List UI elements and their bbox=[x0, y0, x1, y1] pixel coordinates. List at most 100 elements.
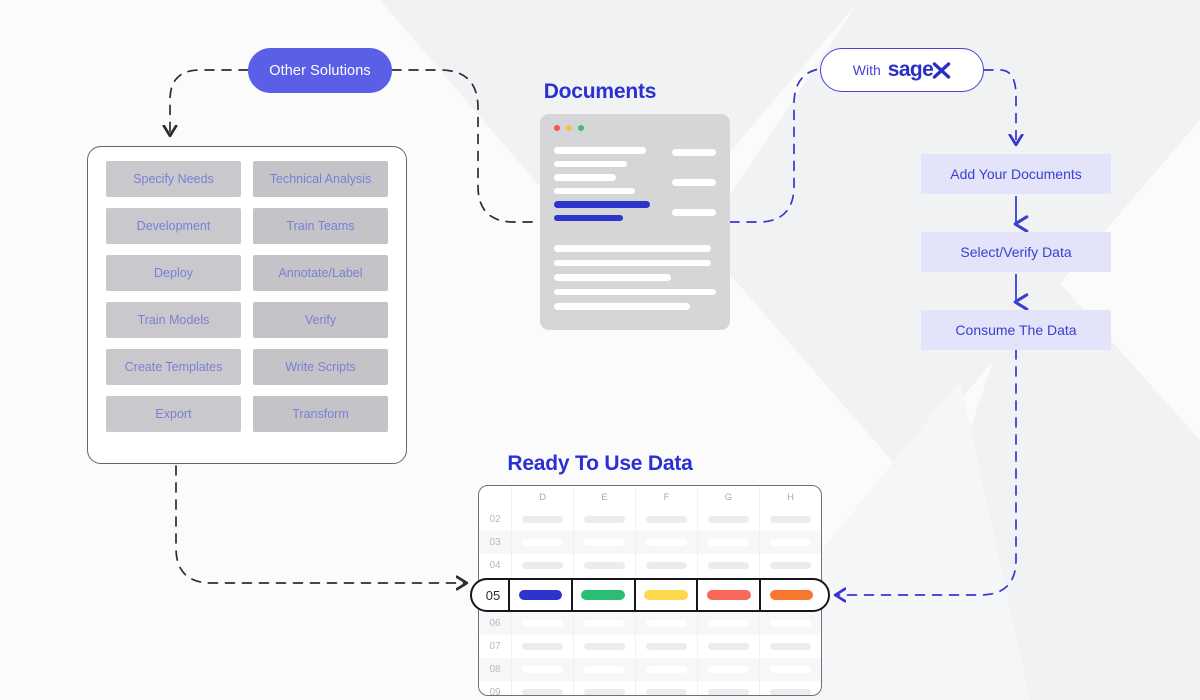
badge-with-sagex[interactable]: With sage bbox=[820, 48, 984, 92]
spreadsheet-cell[interactable] bbox=[635, 508, 697, 532]
spreadsheet-cell[interactable] bbox=[511, 508, 573, 532]
spreadsheet-cell[interactable] bbox=[635, 634, 697, 658]
flow-step-select-verify-data[interactable]: Select/Verify Data bbox=[921, 232, 1111, 272]
step-tile-label: Export bbox=[155, 407, 192, 421]
spreadsheet-cell[interactable] bbox=[759, 611, 821, 635]
spreadsheet-row-number: 02 bbox=[489, 514, 501, 526]
spreadsheet-cell[interactable] bbox=[511, 657, 573, 682]
spreadsheet-row[interactable]: 03 bbox=[479, 531, 821, 555]
spreadsheet-column-header[interactable]: G bbox=[697, 486, 759, 508]
sagex-logo: sage bbox=[888, 58, 951, 82]
spreadsheet-cell[interactable] bbox=[697, 554, 759, 578]
spreadsheet-cell[interactable] bbox=[635, 531, 697, 555]
spreadsheet-cell[interactable] bbox=[573, 554, 635, 578]
step-tile[interactable]: Development bbox=[106, 208, 241, 244]
document-line bbox=[554, 160, 627, 167]
step-tile[interactable]: Create Templates bbox=[106, 349, 241, 385]
step-tile-label: Transform bbox=[292, 407, 349, 421]
document-right-column bbox=[658, 147, 716, 239]
spreadsheet-cell[interactable] bbox=[573, 681, 635, 695]
flow-step-label: Consume The Data bbox=[955, 322, 1077, 338]
spreadsheet-cell[interactable] bbox=[697, 611, 759, 635]
spreadsheet-column-header[interactable]: F bbox=[635, 486, 697, 508]
window-dot-1 bbox=[566, 125, 572, 131]
spreadsheet-column-header[interactable]: H bbox=[759, 486, 821, 508]
step-tile-label: Create Templates bbox=[124, 360, 223, 374]
spreadsheet-cell[interactable] bbox=[511, 681, 573, 695]
document-line bbox=[554, 259, 712, 266]
spreadsheet-cell[interactable] bbox=[635, 657, 697, 682]
spreadsheet-cell[interactable] bbox=[573, 531, 635, 555]
spreadsheet-row[interactable]: 04 bbox=[479, 554, 821, 578]
step-tile[interactable]: Specify Needs bbox=[106, 161, 241, 197]
highlight-cell-bar bbox=[706, 590, 751, 600]
cell-placeholder-bar bbox=[707, 562, 750, 570]
documents-title: Documents bbox=[543, 80, 657, 103]
cell-placeholder-bar bbox=[769, 562, 812, 570]
spreadsheet-cell[interactable] bbox=[697, 681, 759, 695]
highlight-cell[interactable] bbox=[570, 578, 634, 612]
highlight-row-cells: 05 bbox=[478, 578, 822, 612]
spreadsheet-row[interactable]: 08 bbox=[479, 657, 821, 682]
spreadsheet-cell[interactable] bbox=[697, 634, 759, 658]
highlight-cell[interactable] bbox=[508, 578, 571, 612]
spreadsheet-row-number: 04 bbox=[489, 560, 501, 572]
step-tile[interactable]: Transform bbox=[253, 396, 388, 432]
spreadsheet-cell[interactable] bbox=[759, 681, 821, 695]
spreadsheet-cell[interactable] bbox=[511, 531, 573, 555]
cell-placeholder-bar bbox=[769, 666, 812, 674]
step-tile[interactable]: Deploy bbox=[106, 255, 241, 291]
spreadsheet-cell[interactable] bbox=[573, 634, 635, 658]
step-tile[interactable]: Train Models bbox=[106, 302, 241, 338]
spreadsheet-cell[interactable] bbox=[511, 634, 573, 658]
spreadsheet-row[interactable]: 07 bbox=[479, 634, 821, 658]
spreadsheet-cell[interactable] bbox=[697, 531, 759, 555]
spreadsheet-cell[interactable] bbox=[635, 681, 697, 695]
cell-placeholder-bar bbox=[645, 516, 688, 524]
step-tile-label: Train Teams bbox=[286, 219, 355, 233]
step-tile[interactable]: Verify bbox=[253, 302, 388, 338]
highlight-cell[interactable] bbox=[633, 578, 697, 612]
spreadsheet-cell[interactable] bbox=[635, 554, 697, 578]
step-tile[interactable]: Export bbox=[106, 396, 241, 432]
flow-step-add-your-documents[interactable]: Add Your Documents bbox=[921, 154, 1111, 194]
spreadsheet-row[interactable]: 02 bbox=[479, 508, 821, 532]
flow-step-consume-the-data[interactable]: Consume The Data bbox=[921, 310, 1111, 350]
spreadsheet-cell[interactable] bbox=[697, 508, 759, 532]
spreadsheet-row[interactable]: 09 bbox=[479, 681, 821, 696]
spreadsheet-cell[interactable] bbox=[511, 611, 573, 635]
spreadsheet-cell[interactable] bbox=[759, 554, 821, 578]
spreadsheet-cell[interactable] bbox=[635, 611, 697, 635]
cell-placeholder-bar bbox=[521, 562, 564, 570]
cell-placeholder-bar bbox=[645, 539, 688, 547]
step-tile-label: Verify bbox=[304, 313, 337, 327]
step-tile[interactable]: Write Scripts bbox=[253, 349, 388, 385]
badge-other-solutions[interactable]: Other Solutions bbox=[248, 48, 392, 93]
spreadsheet-highlighted-row[interactable]: 05 bbox=[470, 578, 830, 612]
spreadsheet-cell[interactable] bbox=[573, 657, 635, 682]
spreadsheet-column-header[interactable]: D bbox=[511, 486, 573, 508]
spreadsheet-row[interactable]: 06 bbox=[479, 611, 821, 635]
spreadsheet-row-number: 09 bbox=[489, 687, 501, 696]
spreadsheet-cell[interactable] bbox=[573, 611, 635, 635]
step-tile[interactable]: Annotate/Label bbox=[253, 255, 388, 291]
highlight-cell[interactable] bbox=[759, 578, 822, 612]
spreadsheet-cell[interactable] bbox=[759, 531, 821, 555]
spreadsheet-cell[interactable] bbox=[759, 657, 821, 682]
highlight-cell[interactable] bbox=[696, 578, 759, 612]
step-tile[interactable]: Train Teams bbox=[253, 208, 388, 244]
spreadsheet-cell[interactable] bbox=[573, 508, 635, 532]
cell-placeholder-bar bbox=[769, 642, 812, 650]
step-tile[interactable]: Technical Analysis bbox=[253, 161, 388, 197]
spreadsheet-column-header[interactable]: E bbox=[573, 486, 635, 508]
cell-placeholder-bar bbox=[769, 516, 812, 524]
spreadsheet-cell[interactable] bbox=[697, 657, 759, 682]
spreadsheet-cell[interactable] bbox=[759, 634, 821, 658]
cell-placeholder-bar bbox=[645, 689, 688, 695]
cell-placeholder-bar bbox=[521, 619, 564, 627]
step-tile-label: Development bbox=[136, 219, 211, 233]
spreadsheet-cell[interactable] bbox=[511, 554, 573, 578]
window-dot-0 bbox=[554, 125, 560, 131]
spreadsheet-cell[interactable] bbox=[759, 508, 821, 532]
